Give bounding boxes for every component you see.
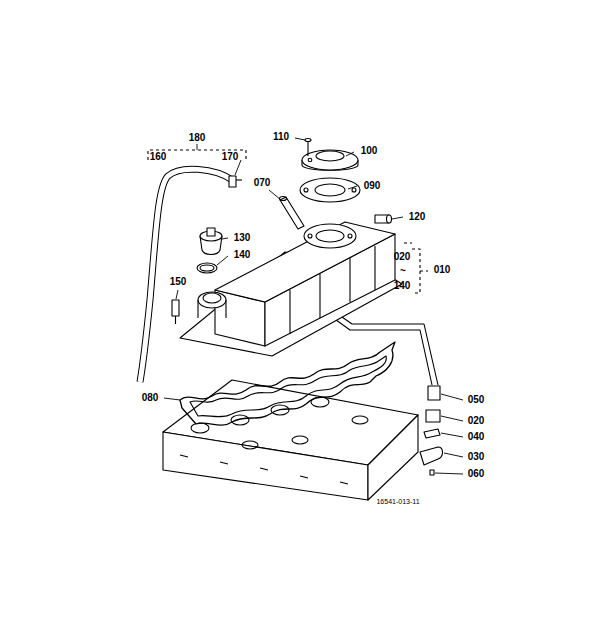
sensor: [172, 300, 179, 324]
callout-number: 160: [150, 152, 167, 162]
plate: [300, 178, 360, 202]
o-ring: [197, 263, 217, 273]
callout-number: 080: [142, 393, 159, 403]
callout-number: 020: [468, 416, 485, 426]
callout-number: 140: [394, 281, 411, 291]
callout-number: 070: [254, 178, 271, 188]
drawing-number: 16541-013-11: [376, 498, 419, 505]
cylinder-head: [163, 380, 418, 500]
group-number: 010: [434, 265, 451, 275]
callout-number: 090: [364, 181, 381, 191]
callout-number: 030: [468, 452, 485, 462]
callout-number: 120: [409, 212, 426, 222]
callout-number: 020: [394, 252, 411, 262]
callout-number: 140: [234, 250, 251, 260]
cap-cover: [302, 150, 358, 170]
valve-cover: [180, 222, 402, 356]
gasket: [180, 342, 395, 425]
clamp: [229, 176, 242, 187]
callout-number: 170: [222, 152, 239, 162]
leader-line: [164, 138, 463, 474]
bracket-parts: [420, 386, 443, 475]
callout-number: 040: [468, 432, 485, 442]
callout-number: 110: [273, 132, 289, 142]
screw: [305, 139, 311, 157]
range-separator: ~: [400, 266, 406, 276]
hose: [140, 169, 232, 382]
callout-number: 100: [361, 146, 378, 156]
breather-pipe: [325, 308, 438, 385]
group-number: 180: [189, 133, 206, 143]
group-bracket: [148, 150, 428, 293]
pipe: [280, 197, 305, 230]
callout-number: 150: [170, 277, 187, 287]
nipple: [375, 215, 392, 223]
callout-number: 130: [234, 233, 251, 243]
callout-number: 050: [468, 395, 485, 405]
oil-cap: [200, 228, 222, 255]
callout-number: 060: [468, 469, 485, 479]
